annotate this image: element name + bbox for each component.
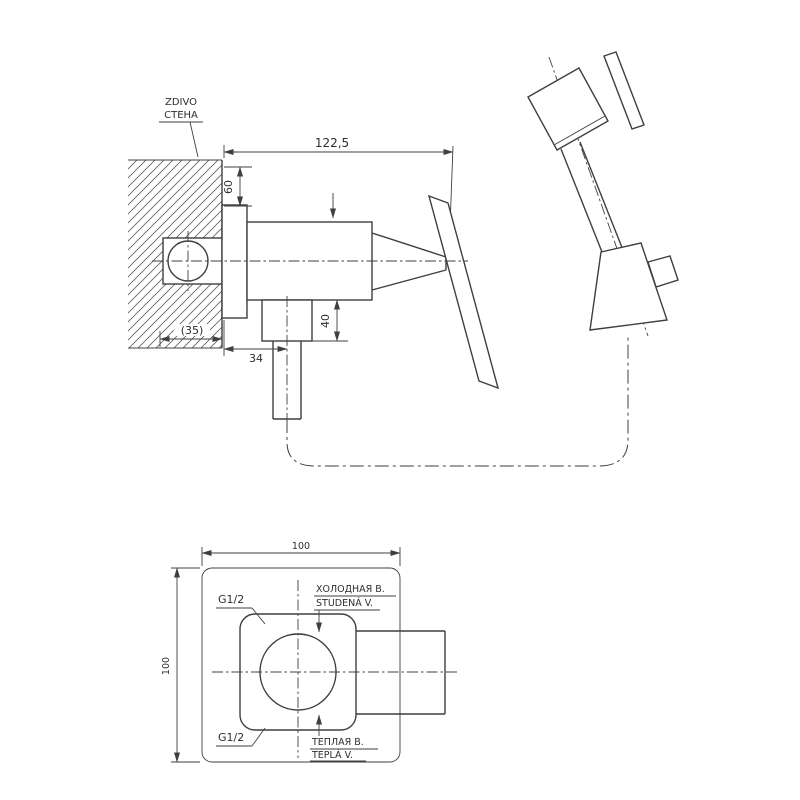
dim-34: 34	[223, 320, 288, 365]
wall-label-leader	[189, 121, 199, 158]
shower-handle-left-line	[560, 148, 607, 263]
shower-hose-centerline	[286, 335, 629, 467]
dim-34-text: 34	[249, 352, 263, 365]
front-view: 100 100 G1/2 G1/2 ХОЛОДНАЯ В. STUDENÁ V.	[161, 541, 458, 763]
dim-60: 60	[222, 166, 252, 207]
handle-lever	[427, 194, 500, 390]
cold-water-label: ХОЛОДНАЯ В. STUDENÁ V.	[314, 584, 396, 633]
dim-40: 40	[312, 299, 348, 342]
dim-35: (35)	[159, 324, 223, 347]
thread-top-leader	[251, 607, 266, 625]
shower-trigger-lever	[603, 51, 645, 130]
escutcheon-plate	[221, 204, 248, 319]
wall-label-line2: СТЕНА	[164, 110, 198, 121]
wall-label: ZDIVO СТЕНА	[159, 97, 203, 158]
thread-label-top: G1/2	[216, 593, 266, 625]
dim-100-left-text: 100	[161, 657, 172, 675]
dim-60-text: 60	[222, 180, 235, 194]
wall-label-line1: ZDIVO	[165, 97, 197, 108]
thread-bottom-text: G1/2	[218, 731, 244, 744]
warm-label-ru: ТЕПЛАЯ В.	[311, 737, 364, 748]
mounting-plate-outline	[201, 567, 401, 763]
shower-holder-cone	[589, 242, 668, 331]
thread-top-text: G1/2	[218, 593, 244, 606]
shower-head	[527, 67, 609, 151]
body-side-projection	[356, 630, 446, 715]
dim-40-text: 40	[319, 314, 332, 328]
taper-bottom-line	[371, 269, 447, 291]
thread-label-bottom: G1/2	[216, 727, 266, 747]
dim-35-text-mask	[174, 324, 210, 336]
thread-bottom-leader	[251, 727, 266, 747]
shower-head-face-line	[553, 115, 606, 146]
dim-100-top: 100	[201, 541, 401, 566]
shower-handle-right-line	[579, 141, 626, 256]
dim-122-5-text: 122,5	[315, 136, 349, 150]
warm-label-cz: TEPLÁ V.	[311, 749, 353, 761]
warm-water-label: ТЕПЛАЯ В. TEPLÁ V.	[310, 714, 378, 762]
cold-label-cz: STUDENÁ V.	[316, 597, 373, 609]
dim-100-top-text: 100	[292, 541, 310, 552]
body-taper	[371, 232, 447, 291]
dim-122-5: 122,5	[223, 136, 454, 158]
dim-100-left: 100	[161, 567, 200, 763]
side-view: ZDIVO СТЕНА	[128, 51, 679, 467]
taper-top-line	[371, 232, 447, 258]
dim-35-text: (35)	[181, 324, 204, 337]
hand-shower	[527, 51, 679, 337]
cold-label-ru: ХОЛОДНАЯ В.	[316, 584, 385, 595]
